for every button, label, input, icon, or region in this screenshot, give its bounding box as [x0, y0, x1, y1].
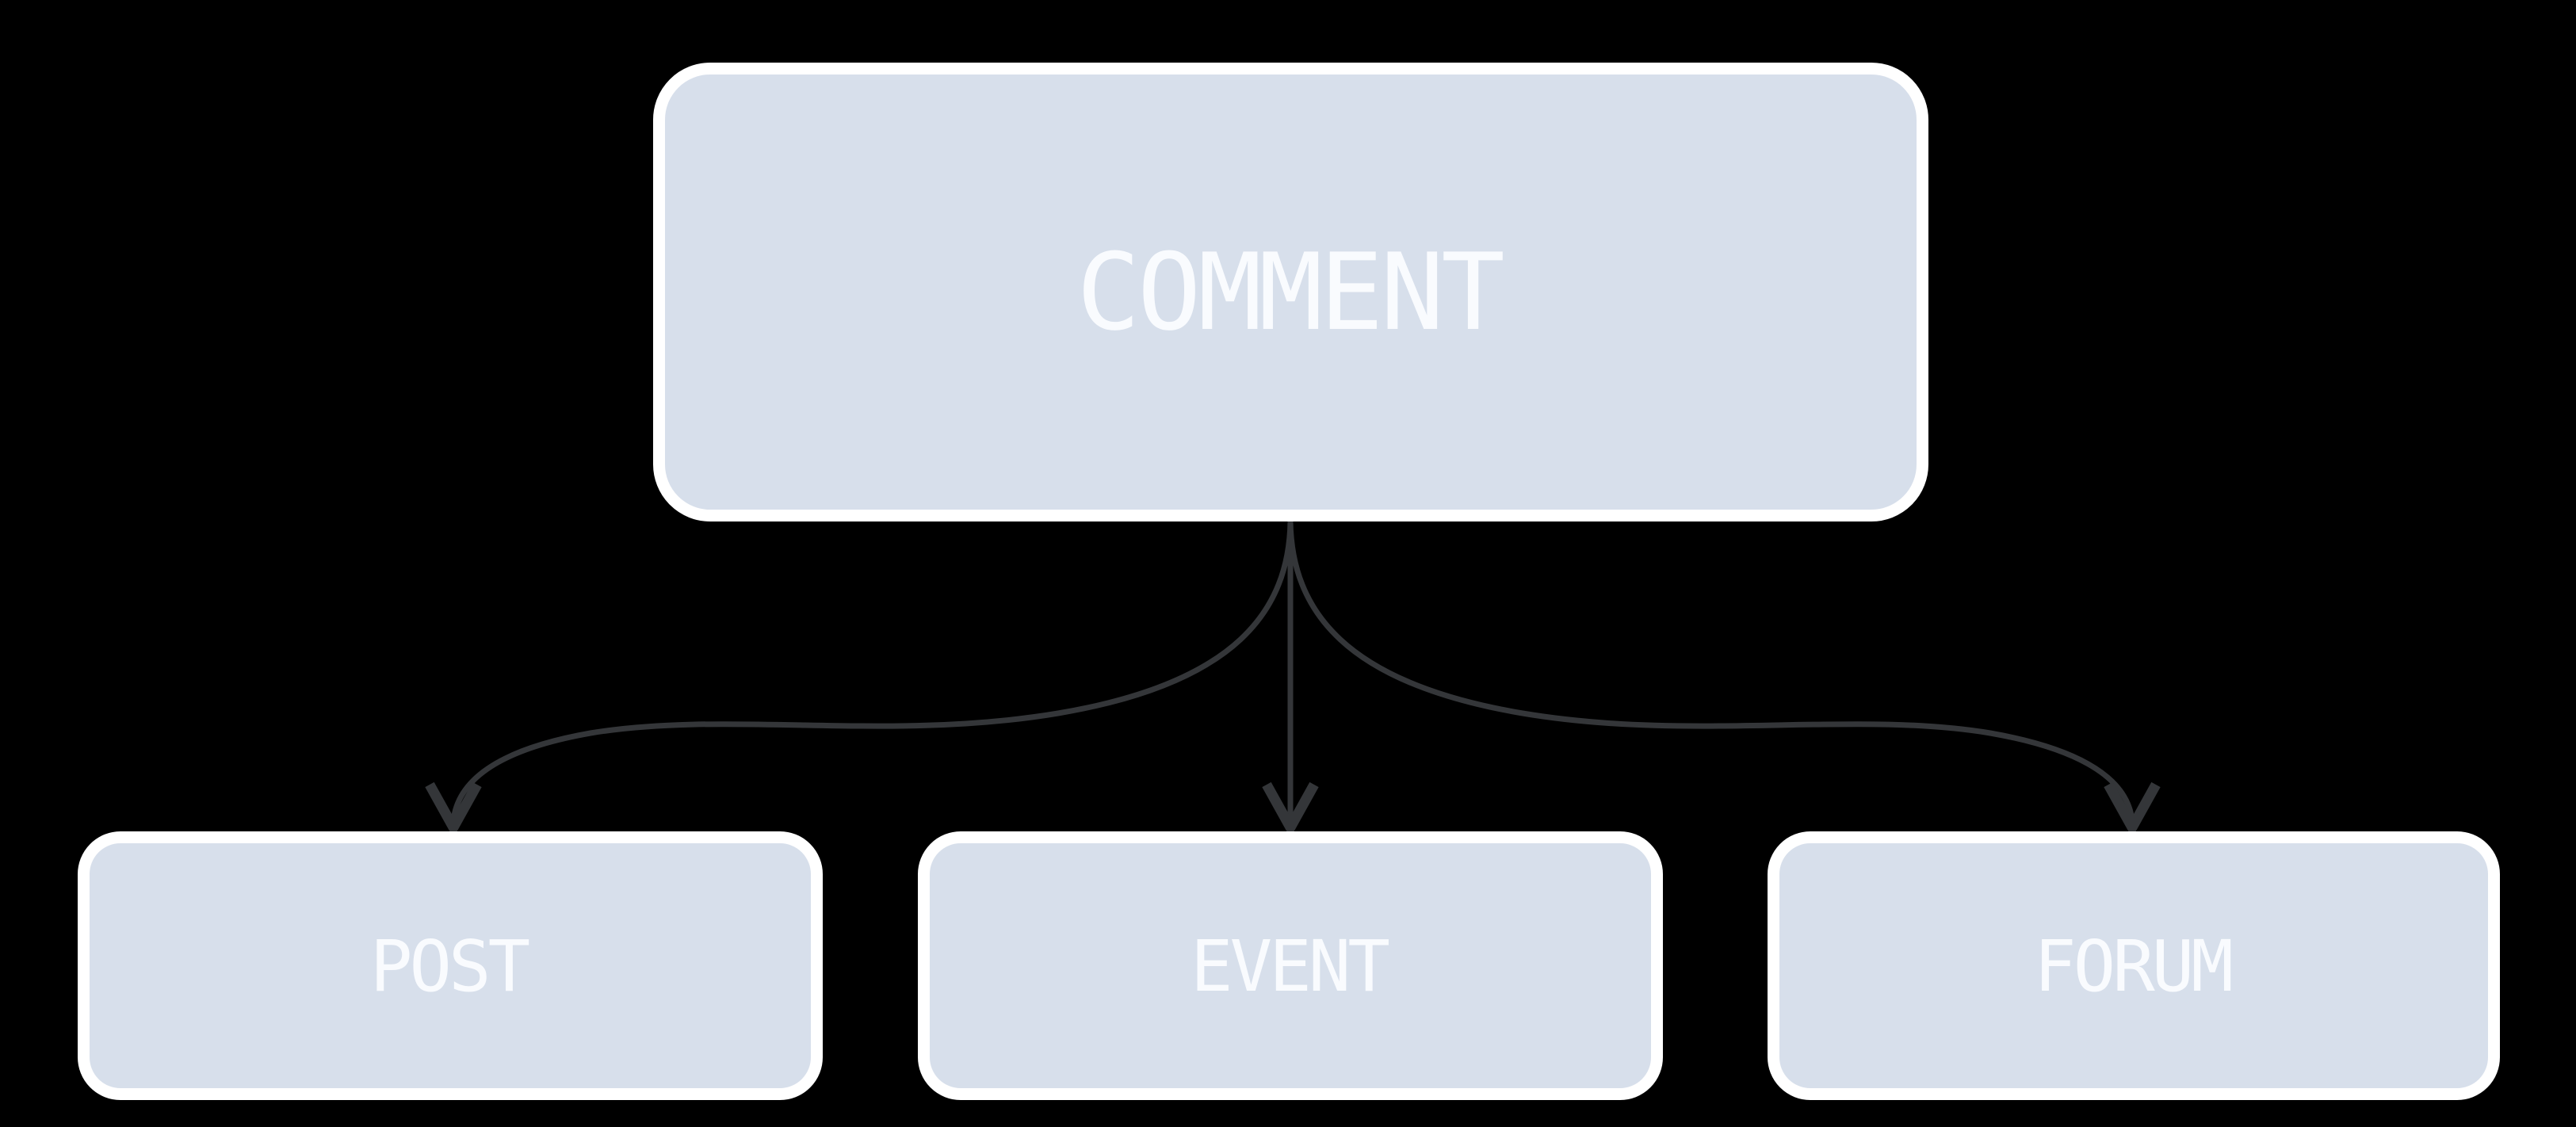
node-event: EVENT	[918, 831, 1663, 1100]
arrowhead-down-icon	[425, 781, 482, 839]
node-post: POST	[78, 831, 823, 1100]
node-comment: COMMENT	[653, 63, 1928, 521]
edge-comment-post	[450, 521, 1294, 822]
node-forum-label: FORUM	[2034, 924, 2234, 1007]
node-forum: FORUM	[1768, 831, 2500, 1100]
node-event-label: EVENT	[1191, 924, 1390, 1007]
arrowhead-down-icon	[2104, 781, 2161, 839]
node-comment-label: COMMENT	[1076, 230, 1505, 354]
arrowhead-down-icon	[1262, 781, 1319, 839]
node-post-label: POST	[369, 924, 530, 1007]
edge-comment-forum	[1287, 521, 2135, 822]
